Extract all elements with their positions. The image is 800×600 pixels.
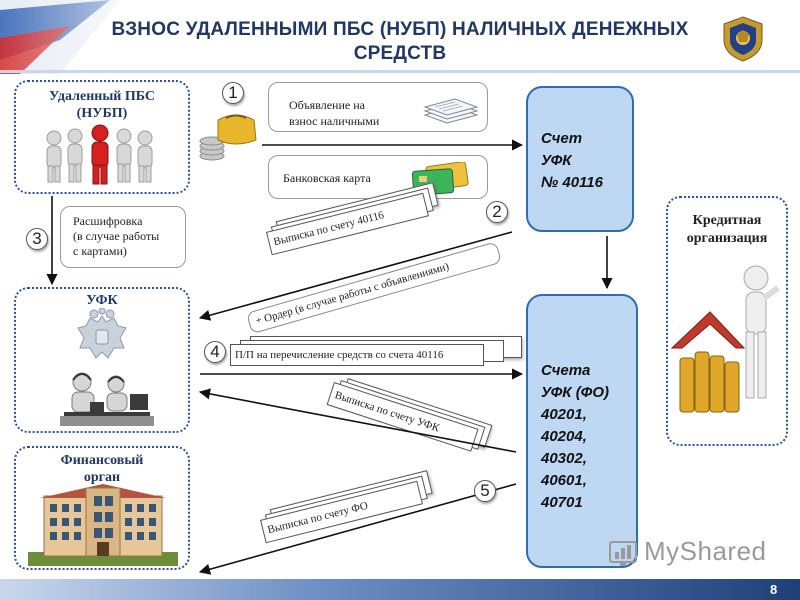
arrow-fo-to-ufk [198,388,517,453]
step-marker-4: 4 [204,341,226,363]
announcement-doc-line2: взнос наличными [289,114,380,128]
accounts-fo-line1: Счета [541,362,591,379]
accounts-fo-text: Счета УФК (ФО) 40201, 40204, 40302, 4060… [541,360,609,514]
accounts-fo-line2: УФК (ФО) [541,384,610,401]
arrow-step2 [198,231,513,321]
treasury-logo-icon [723,16,763,62]
arrow-step5 [198,483,517,575]
wallet-coins-icon [199,114,257,161]
credit-org-title: Кредитная организация [666,212,788,248]
accounts-fo-line4: 40204, [541,428,587,445]
decoding-doc-line1: Расшифровка [73,214,143,228]
step-marker-2: 2 [486,201,508,223]
step-marker-1: 1 [222,82,244,104]
operators-icon [60,372,154,426]
credit-org-title-line2: организация [686,231,768,246]
decoding-doc-text: Расшифровка (в случае работы с картами) [73,214,159,259]
remote-pbs-title-line2: (НУБП) [76,106,128,121]
watermark-text: MyShared [644,536,767,566]
payment-order-stack: П/П на перечисление средств со счета 401… [230,336,522,370]
payment-order-label: П/П на перечисление средств со счета 401… [230,344,484,366]
decoding-doc-line3: с картами) [73,244,127,258]
slide-title: ВЗНОС УДАЛЕННЫМИ ПБС (НУБП) НАЛИЧНЫХ ДЕН… [100,18,700,66]
slide-title-line2: СРЕДСТВ [353,43,447,64]
fin-organ-title: Финансовый орган [14,452,190,486]
remote-pbs-title: Удаленный ПБС (НУБП) [14,88,190,122]
footer-bar [0,579,800,600]
page-number: 8 [770,582,778,597]
papers-icon [423,98,479,124]
accounts-fo-line7: 40701 [541,494,583,511]
step-marker-3: 3 [26,228,48,250]
fin-organ-title-line1: Финансовый [60,453,144,468]
accounts-fo-box [526,294,638,568]
header-band [0,0,800,74]
ufk-title: УФК [86,293,118,308]
decoding-doc-line2: (в случае работы [73,229,160,243]
account-40116-line2: УФК [541,152,572,169]
watermark-logo-icon [609,541,637,566]
accounts-fo-line6: 40601, [541,472,587,489]
building-icon [28,484,178,566]
slide-title-line1: ВЗНОС УДАЛЕННЫМИ ПБС (НУБП) НАЛИЧНЫХ ДЕН… [111,19,689,40]
announcement-doc-line1: Объявление на [289,98,365,112]
step-marker-5: 5 [474,480,496,502]
russian-emblem-icon [77,308,127,359]
bank-card-doc-text: Банковская карта [283,171,371,185]
accounts-fo-line3: 40201, [541,406,587,423]
account-40116-box [526,86,634,232]
account-40116-line3: № 40116 [541,174,603,191]
people-group-icon [46,124,153,185]
fin-organ-title-line2: орган [83,470,121,485]
remote-pbs-title-line1: Удаленный ПБС [49,89,155,104]
announcement-doc: Объявление на взнос наличными [268,82,488,132]
credit-org-title-line1: Кредитная [692,213,762,228]
accounts-fo-line5: 40302, [541,450,587,467]
announcement-doc-text: Объявление на взнос наличными [289,97,379,129]
coins-house-icon [670,265,780,413]
account-40116-line1: Счет [541,130,583,147]
decoding-doc: Расшифровка (в случае работы с картами) [60,206,186,268]
account-40116-text: Счет УФК № 40116 [541,128,603,194]
